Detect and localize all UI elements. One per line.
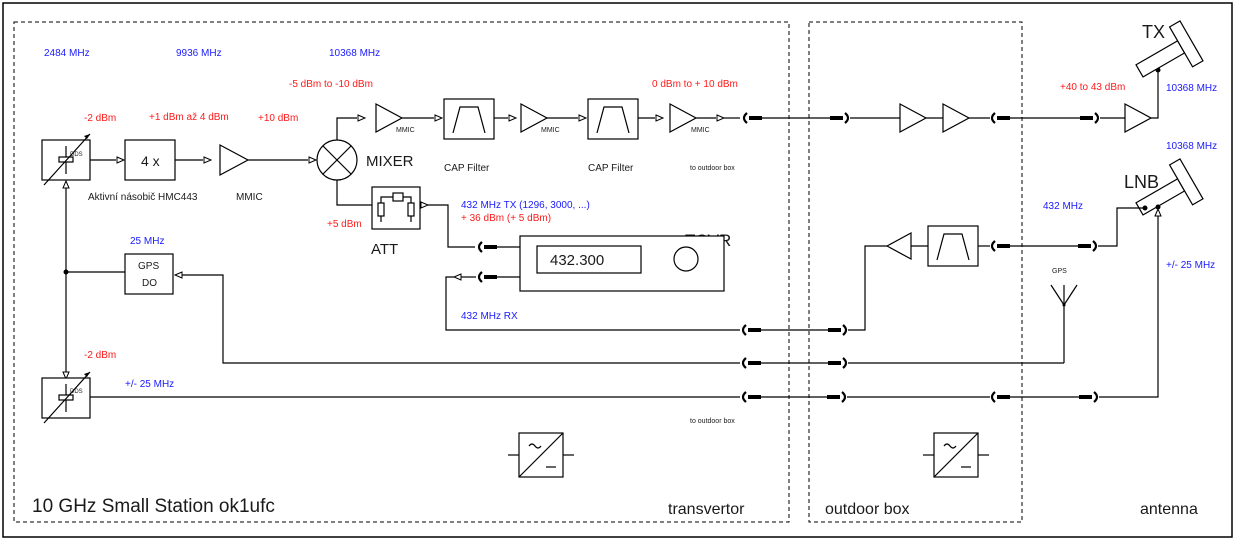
rx-connector-antenna bbox=[1078, 240, 1098, 252]
ref-connector-outdoor-in bbox=[827, 391, 847, 403]
tx-mmic-3-label: MMIC bbox=[691, 127, 710, 134]
power-label-att: +5 dBm bbox=[327, 219, 362, 230]
tx-mmic-3 bbox=[669, 102, 698, 134]
outdoor-pa-2 bbox=[942, 102, 971, 134]
multiplier-block bbox=[124, 139, 176, 181]
outdoor-rx-filter bbox=[927, 225, 979, 267]
power-label-mmic: +10 dBm bbox=[258, 113, 298, 124]
mmic-caption: MMIC bbox=[236, 192, 263, 203]
gpsdo-block bbox=[124, 253, 174, 295]
dds-label: DDS bbox=[70, 152, 83, 158]
tx-mmic-2-label: MMIC bbox=[541, 127, 560, 134]
lnb-antenna-label: LNB bbox=[1124, 172, 1159, 192]
power-supply-transvertor bbox=[508, 432, 574, 478]
tx-mmic-1 bbox=[375, 102, 404, 134]
freq-label-2484: 2484 MHz bbox=[44, 48, 90, 59]
tx-antenna-label: TX bbox=[1142, 22, 1165, 42]
ref-connector-outdoor-out bbox=[990, 391, 1010, 403]
power-supply-outdoor bbox=[923, 432, 989, 478]
power-label-tcvr-tx: + 36 dBm (+ 5 dBm) bbox=[461, 213, 551, 224]
gps-antenna bbox=[1050, 284, 1078, 363]
gpsdo-label-1: GPS bbox=[138, 261, 159, 272]
tx-mmic-2 bbox=[520, 102, 549, 134]
outdoor-box-section bbox=[808, 21, 1023, 523]
rx-connector-outdoor-out bbox=[990, 240, 1010, 252]
gpsdo-label-2: DO bbox=[142, 278, 157, 289]
rx-connector-outdoor bbox=[828, 324, 848, 336]
tcvr-frequency-readout: 432.300 bbox=[550, 252, 604, 269]
tx-connector-outdoor-in bbox=[830, 112, 850, 124]
transvertor-section bbox=[13, 21, 790, 523]
section-label-transvertor: transvertor bbox=[668, 501, 745, 518]
tx-connector-antenna bbox=[1080, 112, 1100, 124]
multiplier-caption: Aktivní násobič HMC443 bbox=[88, 192, 198, 203]
freq-label-10368: 10368 MHz bbox=[329, 48, 380, 59]
gps-antenna-label: GPS bbox=[1052, 268, 1067, 275]
freq-label-lnb-ref: +/- 25 MHz bbox=[1166, 260, 1215, 271]
to-outdoor-label-1: to outdoor box bbox=[690, 165, 735, 172]
power-label-mixer-out: -5 dBm to -10 dBm bbox=[289, 79, 373, 90]
freq-label-lnb-antenna: 10368 MHz bbox=[1166, 141, 1217, 152]
attenuator bbox=[371, 186, 421, 230]
tcvr-rx-connector bbox=[477, 271, 497, 283]
att-label: ATT bbox=[371, 241, 398, 258]
tcvr-tuning-knob bbox=[673, 246, 699, 272]
antenna-pa bbox=[1124, 102, 1153, 134]
power-label-tx-chain-out: 0 dBm to + 10 dBm bbox=[652, 79, 738, 90]
freq-label-tcvr-rx: 432 MHz RX bbox=[461, 311, 518, 322]
power-label-dds2: -2 dBm bbox=[84, 350, 116, 361]
tcvr-display bbox=[536, 245, 642, 274]
multiplier-label: 4 x bbox=[141, 153, 160, 169]
section-label-outdoor-box: outdoor box bbox=[825, 501, 910, 518]
freq-label-tcvr-tx: 432 MHz TX (1296, 3000, ...) bbox=[461, 200, 590, 211]
dds2-label: DDS bbox=[70, 389, 83, 395]
power-label-pa-out: +40 to 43 dBm bbox=[1060, 82, 1125, 93]
freq-label-9936: 9936 MHz bbox=[176, 48, 222, 59]
rx-connector-transvertor bbox=[741, 324, 761, 336]
outdoor-rx-amplifier bbox=[885, 231, 912, 261]
to-outdoor-label-2: to outdoor box bbox=[690, 418, 735, 425]
mmic-amplifier bbox=[219, 143, 250, 177]
cap-filter-2-label: CAP Filter bbox=[588, 163, 634, 174]
tx-dish-antenna bbox=[1135, 20, 1204, 78]
freq-label-dds2: +/- 25 MHz bbox=[125, 379, 174, 390]
mixer-label: MIXER bbox=[366, 153, 414, 170]
ref-connector-transvertor bbox=[741, 391, 761, 403]
ref-connector-antenna bbox=[1079, 391, 1099, 403]
tx-connector-outdoor-out bbox=[990, 112, 1010, 124]
freq-label-lnb-if: 432 MHz bbox=[1043, 201, 1083, 212]
gps-connector-transvertor bbox=[741, 357, 761, 369]
outdoor-pa-1 bbox=[899, 102, 928, 134]
dds-oscillator-2: DDS bbox=[41, 371, 91, 424]
section-label-antenna: antenna bbox=[1140, 501, 1198, 518]
power-label-multiplier: +1 dBm až 4 dBm bbox=[149, 112, 229, 123]
freq-label-gpsdo: 25 MHz bbox=[130, 236, 164, 247]
tx-mmic-1-label: MMIC bbox=[396, 127, 415, 134]
gps-connector-outdoor bbox=[828, 357, 848, 369]
tx-connector-transvertor bbox=[742, 112, 762, 124]
power-label-dds: -2 dBm bbox=[84, 113, 116, 124]
mixer bbox=[316, 139, 358, 181]
freq-label-tx-antenna: 10368 MHz bbox=[1166, 83, 1217, 94]
tcvr-tx-connector bbox=[477, 241, 497, 253]
cap-filter-1 bbox=[443, 98, 495, 140]
cap-filter-1-label: CAP Filter bbox=[444, 163, 490, 174]
diagram-title: 10 GHz Small Station ok1ufc bbox=[32, 496, 275, 517]
cap-filter-2 bbox=[587, 98, 639, 140]
lnb-dish-antenna bbox=[1135, 158, 1204, 216]
dds-oscillator-1: DDS bbox=[41, 133, 91, 186]
